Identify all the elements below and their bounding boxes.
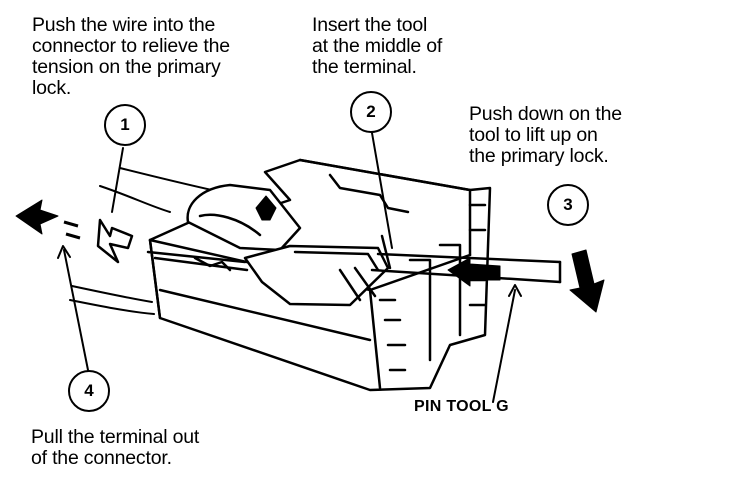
step-1-callout: 1: [104, 104, 146, 146]
step-3-callout: 3: [547, 184, 589, 226]
pull-arrow-dash-1: [63, 220, 79, 228]
leader-step4-arrowhead: [57, 245, 71, 259]
harness-arc-bottom: [69, 299, 155, 315]
leader-step4: [63, 249, 89, 371]
push-down-arrow-icon: [569, 249, 605, 313]
harness-arc-lower: [71, 285, 153, 303]
step-2-callout: 2: [350, 91, 392, 133]
leader-step2: [371, 132, 393, 249]
wire: [146, 250, 249, 272]
leader-step1: [111, 147, 124, 213]
harness-arc-mid: [99, 185, 171, 213]
tool-insert-arrow-icon: [447, 257, 501, 287]
leader-tool-arrowhead: [508, 284, 522, 297]
push-wire-arrow-icon: [96, 218, 134, 264]
step-4-callout: 4: [68, 370, 110, 412]
pin-tool-label: PIN TOOL G: [414, 398, 509, 415]
primary-lock: [186, 183, 302, 252]
terminal: [243, 244, 390, 307]
pull-arrow-dash-2: [65, 232, 81, 240]
pull-arrow-icon: [15, 199, 59, 235]
leader-tool: [492, 289, 516, 403]
lift-arrow-icon: [255, 195, 277, 221]
